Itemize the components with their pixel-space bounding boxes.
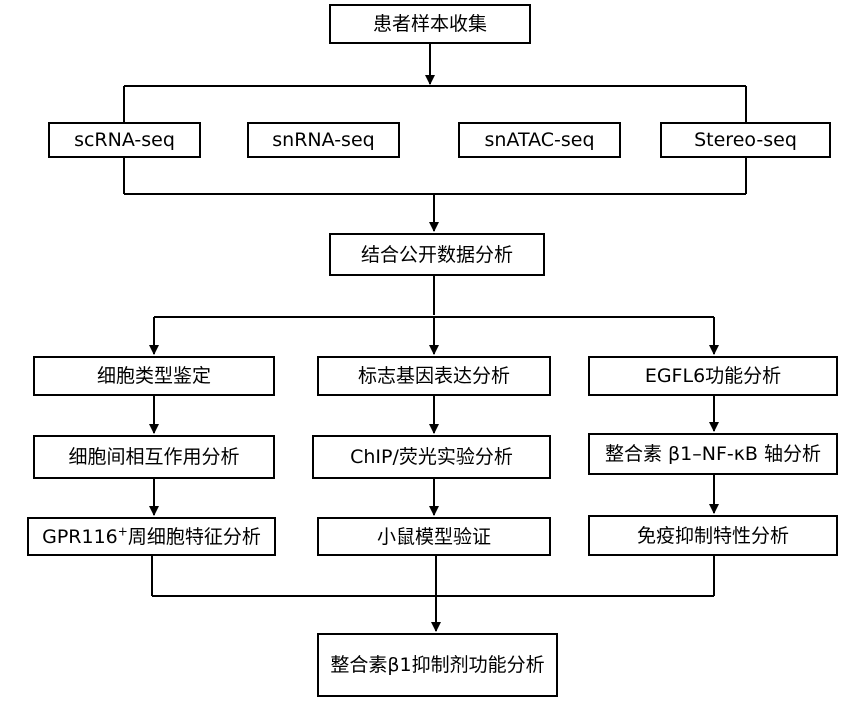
- box-sample-collection: 患者样本收集: [329, 4, 531, 44]
- box-cell-type-identification: 细胞类型鉴定: [33, 356, 275, 396]
- box-immunosuppression-analysis: 免疫抑制特性分析: [588, 515, 838, 556]
- box-integrate-public-data: 结合公开数据分析: [329, 233, 545, 276]
- box-cell-interaction-analysis: 细胞间相互作用分析: [33, 435, 275, 479]
- box-marker-gene-analysis: 标志基因表达分析: [317, 356, 551, 396]
- box-snrna-seq: snRNA-seq: [247, 122, 400, 158]
- box-scrna-seq: scRNA-seq: [48, 122, 201, 158]
- box-integrin-nfkb-axis-analysis: 整合素 β1–NF-κB 轴分析: [588, 433, 838, 475]
- box-egfl6-function-analysis: EGFL6功能分析: [588, 356, 838, 396]
- gpr116-label: GPR116+周细胞特征分析: [42, 524, 261, 548]
- box-stereo-seq: Stereo-seq: [660, 122, 831, 158]
- box-mouse-model-validation: 小鼠模型验证: [317, 517, 551, 556]
- box-gpr116-pericyte-analysis: GPR116+周细胞特征分析: [27, 517, 276, 556]
- box-snatac-seq: snATAC-seq: [458, 122, 621, 158]
- box-integrin-inhibitor-analysis: 整合素β1抑制剂功能分析: [317, 633, 558, 697]
- box-chip-fluorescence-analysis: ChIP/荧光实验分析: [312, 435, 551, 479]
